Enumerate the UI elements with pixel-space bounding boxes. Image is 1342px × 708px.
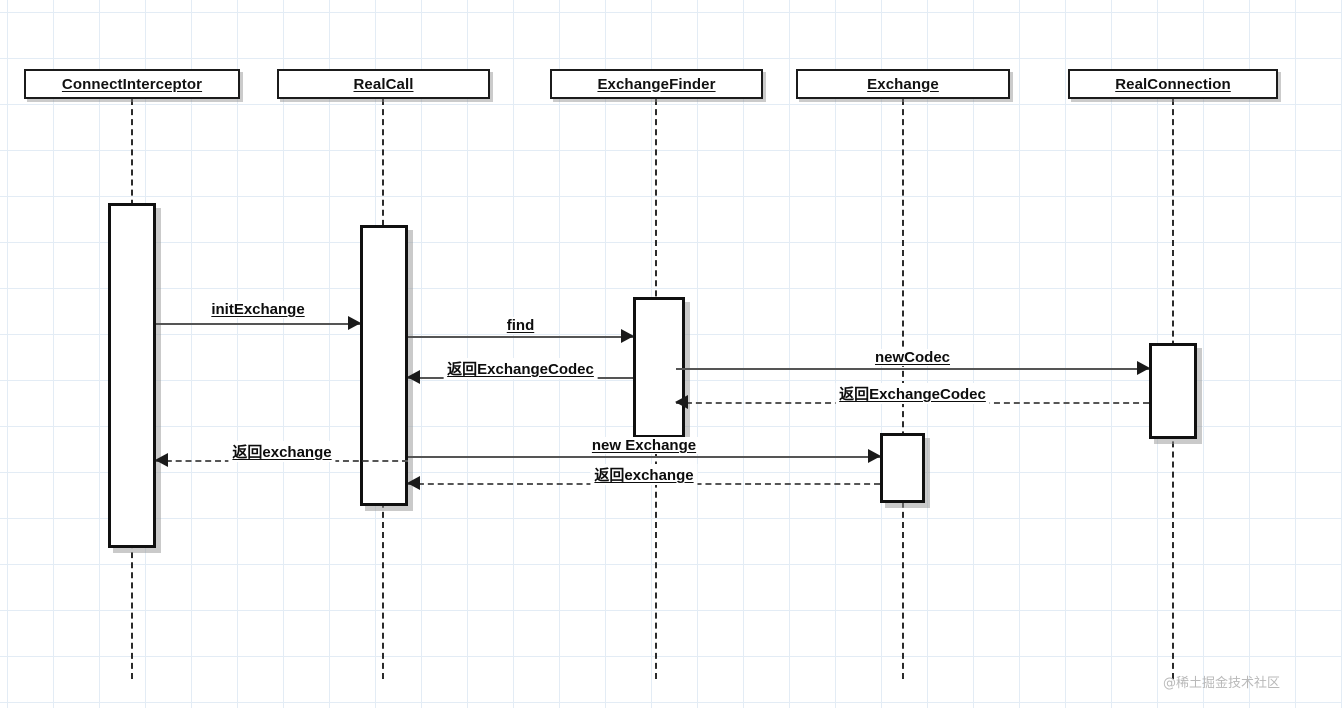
participant-label: ExchangeFinder	[597, 75, 716, 93]
message-label: 返回exchange	[228, 441, 336, 462]
message-line	[156, 323, 360, 325]
activation-bar-exchange[interactable]	[880, 433, 925, 503]
message-label: 返回ExchangeCodec	[443, 358, 598, 379]
participant-realcall[interactable]: RealCall	[277, 69, 490, 99]
participant-label: RealConnection	[1115, 75, 1231, 93]
participant-label: ConnectInterceptor	[61, 75, 203, 93]
arrowhead-left-icon	[675, 395, 688, 409]
participant-label: RealCall	[353, 75, 414, 93]
activation-bar-exchangefinder[interactable]	[633, 297, 685, 438]
activation-bar-connectinterceptor[interactable]	[108, 203, 156, 548]
activation-bar-realconnection[interactable]	[1149, 343, 1197, 439]
message-line	[408, 456, 880, 458]
participant-exchange[interactable]: Exchange	[796, 69, 1010, 99]
message-label: find	[502, 317, 539, 334]
arrowhead-right-icon	[621, 329, 634, 343]
message-label: initExchange	[207, 301, 309, 318]
arrowhead-left-icon	[407, 476, 420, 490]
arrowhead-right-icon	[348, 316, 361, 330]
message-label: new Exchange	[587, 437, 701, 454]
arrowhead-left-icon	[155, 453, 168, 467]
participant-connectinterceptor[interactable]: ConnectInterceptor	[24, 69, 240, 99]
participant-realconnection[interactable]: RealConnection	[1068, 69, 1278, 99]
participant-label: Exchange	[867, 75, 939, 93]
message-label: 返回exchange	[590, 464, 698, 485]
arrowhead-left-icon	[407, 370, 420, 384]
message-line	[676, 368, 1149, 370]
message-label: newCodec	[870, 349, 955, 366]
watermark: @稀土掘金技术社区	[1163, 676, 1281, 691]
arrowhead-right-icon	[1137, 361, 1150, 375]
arrowhead-right-icon	[868, 449, 881, 463]
message-line	[408, 336, 633, 338]
message-label: 返回ExchangeCodec	[835, 383, 990, 404]
participant-exchangefinder[interactable]: ExchangeFinder	[550, 69, 763, 99]
activation-bar-realcall[interactable]	[360, 225, 408, 506]
